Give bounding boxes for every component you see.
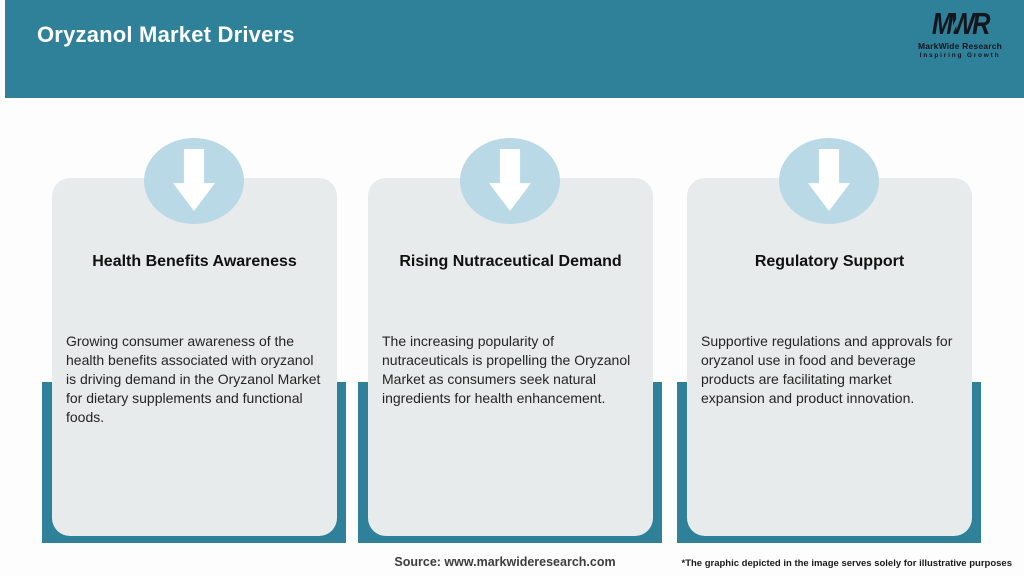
- down-arrow-icon: [173, 149, 215, 211]
- driver-card-group: Rising Nutraceutical Demand The increasi…: [358, 0, 662, 576]
- markwide-logo: MWR MarkWide Research Inspiring Growth: [910, 8, 1010, 60]
- icon-badge: [144, 138, 244, 224]
- driver-card: Regulatory Support Supportive regulation…: [687, 178, 972, 536]
- card-description: Supportive regulations and approvals for…: [701, 333, 953, 406]
- down-arrow-icon: [808, 149, 850, 211]
- driver-card: Health Benefits Awareness Growing consum…: [52, 178, 337, 536]
- header-bar: Oryzanol Market Drivers MWR MarkWide Res…: [5, 0, 1024, 98]
- card-title: Regulatory Support: [754, 253, 905, 270]
- page-title: Oryzanol Market Drivers: [37, 22, 295, 47]
- disclaimer-text: *The graphic depicted in the image serve…: [681, 558, 1013, 569]
- icon-badge: [460, 138, 560, 224]
- card-title: Rising Nutraceutical Demand: [399, 253, 622, 270]
- card-description: The increasing popularity of nutraceutic…: [382, 333, 631, 406]
- card-description: Growing consumer awareness of the health…: [66, 333, 321, 425]
- logo-company-name: MarkWide Research: [917, 41, 1003, 51]
- driver-card: Rising Nutraceutical Demand The increasi…: [368, 178, 653, 536]
- source-text: Source: www.markwideresearch.com: [394, 555, 616, 569]
- logo-tagline: Inspiring Growth: [919, 52, 1001, 59]
- down-arrow-icon: [489, 149, 531, 211]
- card-title: Health Benefits Awareness: [92, 253, 297, 270]
- driver-card-group: Health Benefits Awareness Growing consum…: [42, 0, 346, 576]
- driver-card-group: Regulatory Support Supportive regulation…: [677, 0, 981, 576]
- icon-badge: [779, 138, 879, 224]
